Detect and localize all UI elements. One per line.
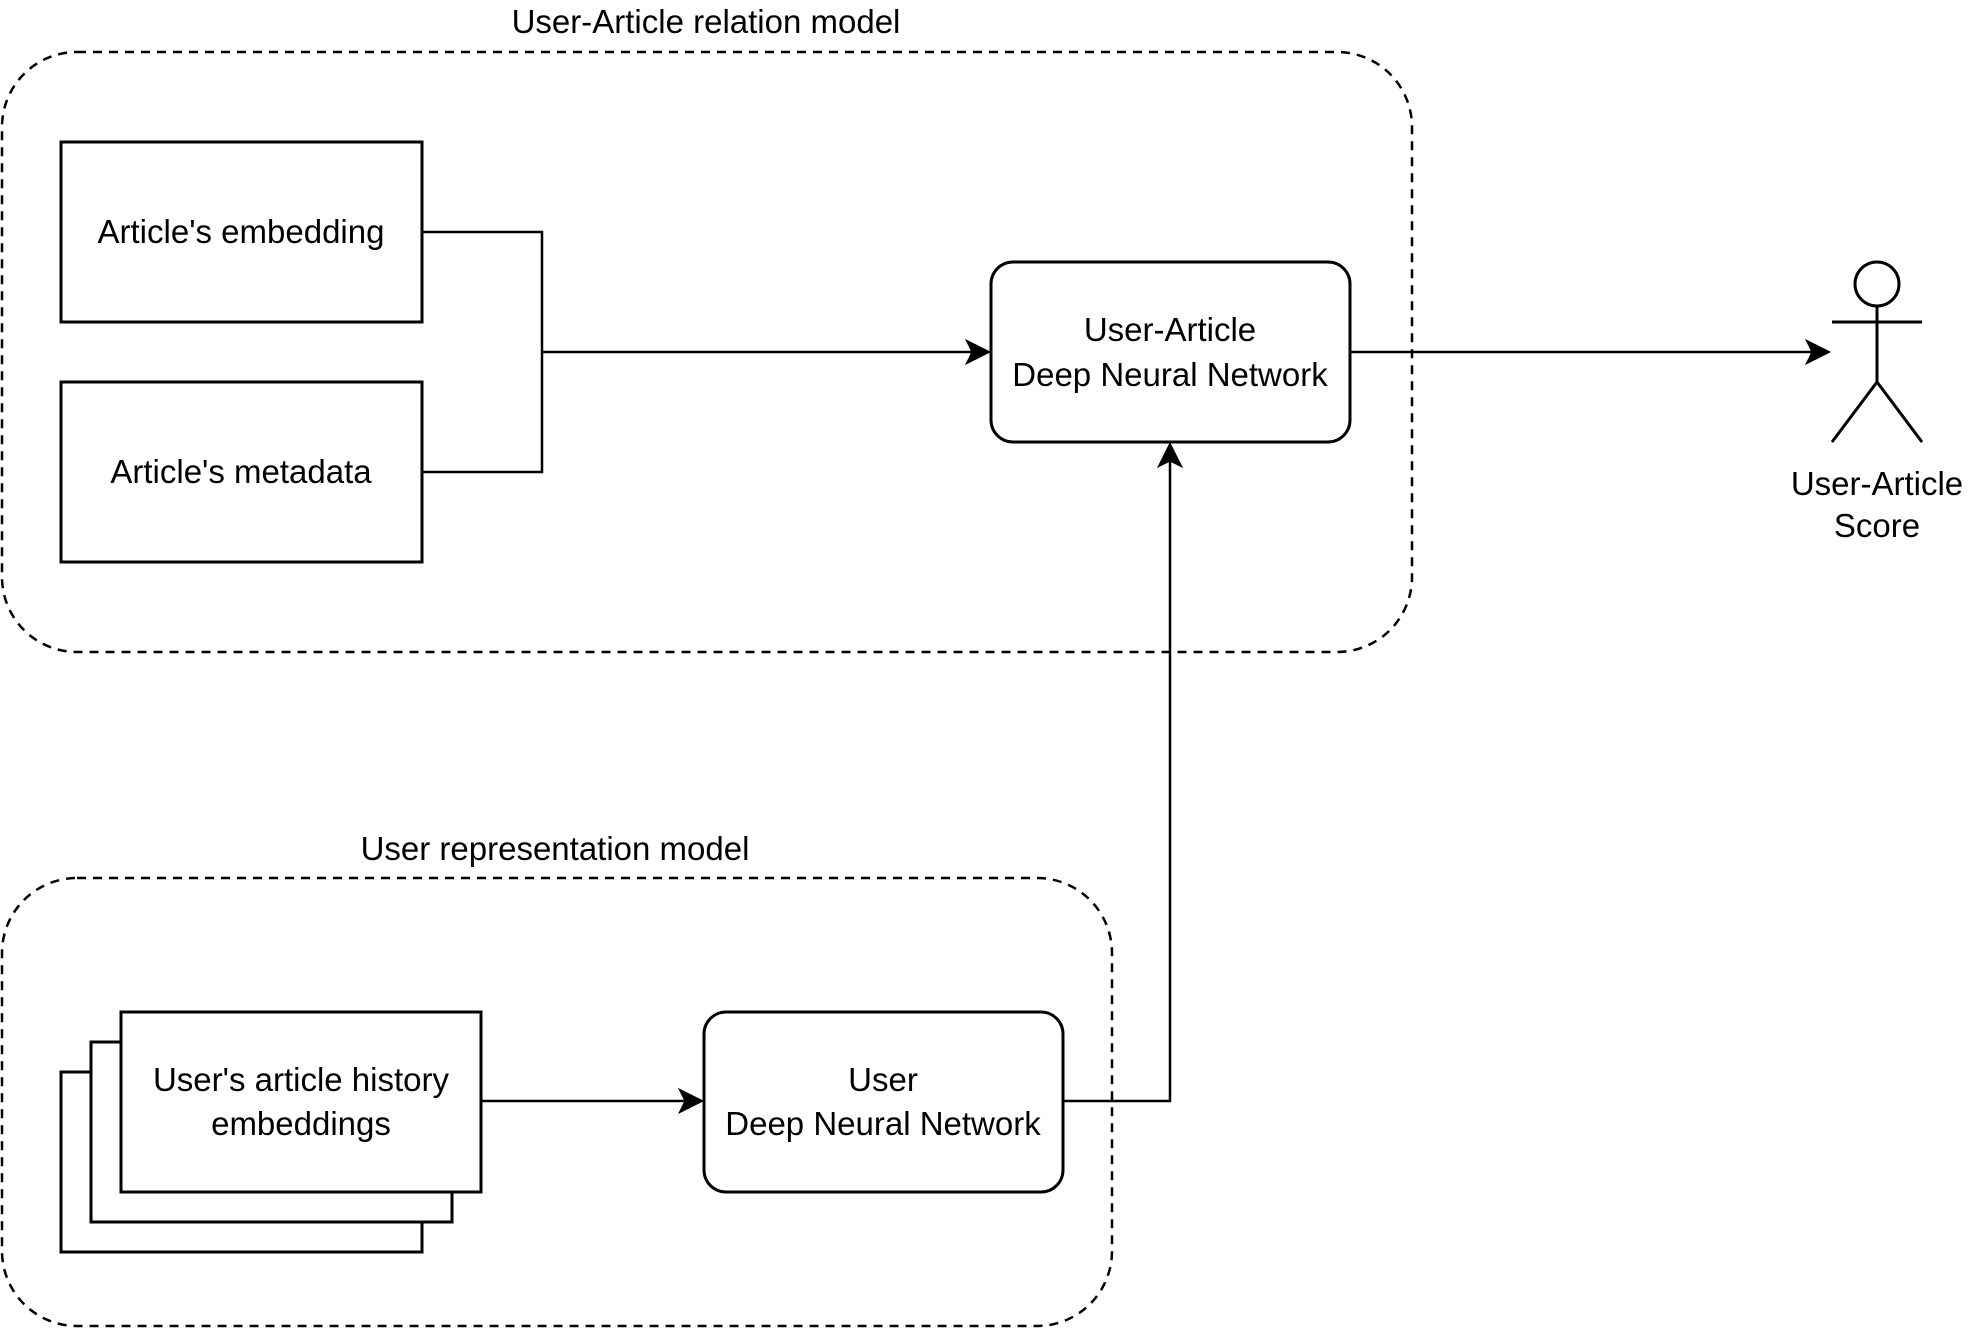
history-label-line1: User's article history (153, 1061, 450, 1098)
article-metadata-label: Article's metadata (110, 453, 372, 490)
article-embedding-label: Article's embedding (98, 213, 385, 250)
arrowhead-ua-dnn-left (964, 338, 992, 366)
arrowhead-score (1804, 338, 1832, 366)
arrowhead-ua-dnn-bottom (1156, 441, 1184, 469)
arrowhead-user-dnn-left (677, 1087, 705, 1115)
node-history: User's article history embeddings (59, 1010, 483, 1254)
user-dnn-label-line1: User (848, 1061, 918, 1098)
edge-metadata-to-merge (422, 352, 544, 474)
history-box-front (119, 1010, 483, 1194)
node-article-metadata: Article's metadata (59, 380, 424, 564)
edge-user-dnn-to-ua-dnn (1063, 458, 1172, 1103)
node-user-dnn: User Deep Neural Network (702, 1010, 1065, 1194)
node-article-embedding: Article's embedding (59, 140, 424, 324)
person-icon (1830, 260, 1924, 443)
article-metadata-box (59, 380, 424, 564)
ua-dnn-label-line2: Deep Neural Network (1012, 356, 1328, 393)
edges (422, 230, 1832, 1115)
group-user-model: User representation model (0, 830, 1114, 1328)
node-ua-dnn: User-Article Deep Neural Network (989, 260, 1352, 444)
group-user-model-border (0, 876, 1114, 1328)
ua-dnn-label-line1: User-Article (1084, 311, 1256, 348)
history-label-line2: embeddings (211, 1105, 391, 1142)
user-dnn-box (702, 1010, 1065, 1194)
node-score: User-Article Score (1791, 260, 1963, 544)
ua-dnn-box (989, 260, 1352, 444)
group-user-model-title: User representation model (361, 830, 750, 867)
article-embedding-box (59, 140, 424, 324)
score-label-line1: User-Article (1791, 465, 1963, 502)
edge-embedding-to-merge (422, 230, 544, 352)
user-dnn-label-line2: Deep Neural Network (725, 1105, 1041, 1142)
group-relation-model-title: User-Article relation model (512, 3, 901, 40)
score-label-line2: Score (1834, 507, 1920, 544)
